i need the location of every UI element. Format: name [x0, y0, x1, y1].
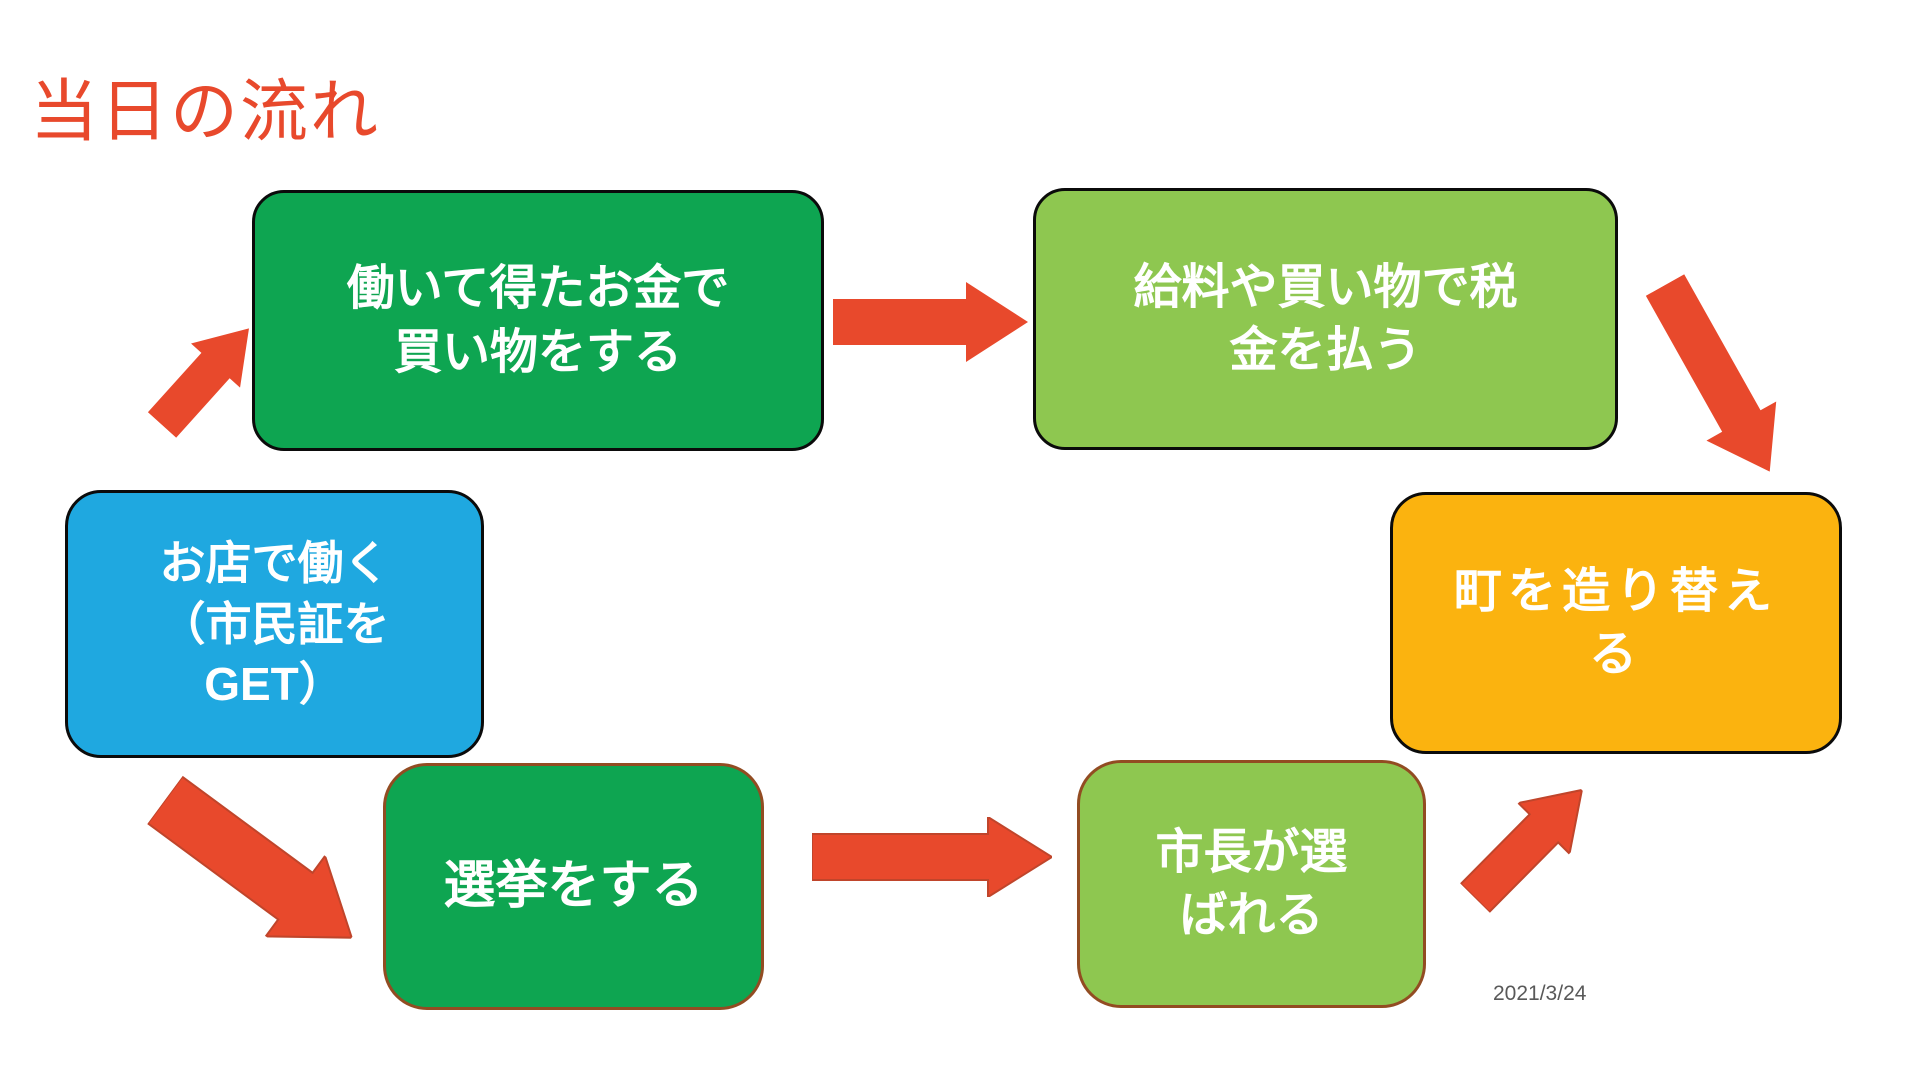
flow-box-shop-with-earnings: 働いて得たお金で 買い物をする — [252, 190, 824, 451]
arrow-down-right-icon — [1630, 265, 1804, 491]
flow-box-text-line: 市長が選 — [1155, 825, 1348, 879]
slide-title: 当日の流れ — [30, 74, 381, 150]
flow-box-pay-taxes: 給料や買い物で税 金を払う — [1033, 188, 1618, 450]
arrow-down-right-icon — [135, 760, 381, 978]
flow-box-text-line: お店で働く — [159, 536, 390, 589]
flow-box-text-line: 買い物をする — [393, 325, 682, 379]
flow-box-text-line: GET） — [204, 658, 345, 711]
flow-box-text-line: ばれる — [1179, 889, 1324, 942]
arrow-right-icon — [833, 282, 1028, 362]
date-label: 2021/3/24 — [1493, 982, 1587, 1005]
flow-box-text-line: （市民証を — [159, 597, 390, 650]
flow-box-text-line: 町を造り替え — [1453, 564, 1778, 618]
flow-box-text-line: 給料や買い物で税 — [1133, 260, 1518, 314]
flow-box-mayor-elected: 市長が選 ばれる — [1077, 760, 1426, 1008]
flow-box-text-line: 働いて得たお金で — [346, 262, 730, 316]
flow-box-text-line: 選挙をする — [443, 857, 704, 916]
arrow-up-right-icon — [137, 306, 273, 447]
flow-box-rebuild-town: 町を造り替え る — [1390, 492, 1842, 754]
flow-box-election: 選挙をする — [383, 763, 764, 1010]
arrow-up-right-icon — [1449, 765, 1607, 924]
arrow-right-icon — [812, 817, 1052, 897]
flow-box-work-at-shop: お店で働く （市民証を GET） — [65, 490, 484, 758]
flow-box-text-line: る — [1588, 628, 1643, 681]
flow-box-text-line: 金を払う — [1229, 324, 1422, 377]
